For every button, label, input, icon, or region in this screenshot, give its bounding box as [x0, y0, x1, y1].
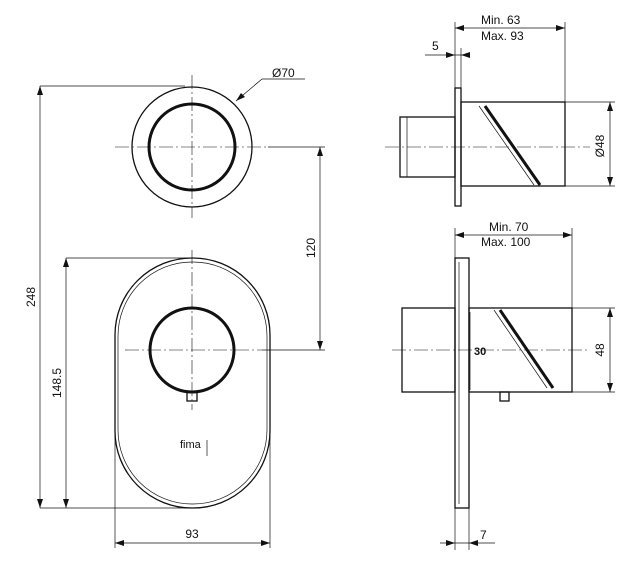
dim-plate-thickness: 7 — [440, 508, 495, 550]
dim-top-depth: Min. 63 Max. 93 — [454, 13, 566, 102]
top-diameter-label: Ø48 — [593, 134, 607, 157]
dim-top-spacer: 5 — [425, 39, 470, 88]
brand-logo: fima — [180, 439, 202, 451]
dim-bottom-depth: Min. 70 Max. 100 — [454, 220, 573, 308]
dim-axis-distance: 120 — [262, 146, 325, 351]
plate-thickness-label: 7 — [480, 528, 487, 542]
plate-inner-outline — [117, 261, 268, 505]
top-depth-min-label: Min. 63 — [481, 13, 521, 27]
dim-bottom-height: 48 — [572, 307, 615, 393]
plate-width-label: 93 — [185, 527, 199, 541]
front-view-cover-rosette — [115, 75, 268, 218]
top-depth-max-label: Max. 93 — [481, 29, 524, 43]
side-view-bottom: 30 — [392, 257, 590, 509]
front-view-plate: fima — [114, 250, 271, 509]
top-handle — [460, 101, 566, 187]
dim-overall-height: 248 — [24, 85, 190, 509]
top-handle-groove — [483, 105, 542, 186]
bottom-depth-max-label: Max. 100 — [481, 235, 531, 249]
handle-marking: 30 — [474, 346, 486, 358]
overall-height-label: 248 — [24, 287, 38, 307]
axis-distance-label: 120 — [304, 238, 318, 258]
bottom-handle-groove — [498, 309, 555, 389]
dim-plate-height: 148.5 — [50, 257, 190, 508]
bottom-handle-pin — [499, 391, 510, 402]
bottom-depth-min-label: Min. 70 — [489, 220, 529, 234]
bottom-plate — [454, 257, 470, 509]
dim-cover-diameter: Ø70 — [235, 66, 305, 102]
plate-height-label: 148.5 — [50, 368, 64, 398]
top-spacer-label: 5 — [432, 39, 439, 53]
plate-outer-outline — [114, 257, 271, 509]
bottom-height-label: 48 — [593, 343, 607, 357]
side-view-top — [385, 87, 590, 207]
dim-plate-width: 93 — [114, 400, 271, 548]
dim-top-diameter: Ø48 — [565, 101, 615, 187]
cover-diameter-label: Ø70 — [272, 66, 295, 80]
